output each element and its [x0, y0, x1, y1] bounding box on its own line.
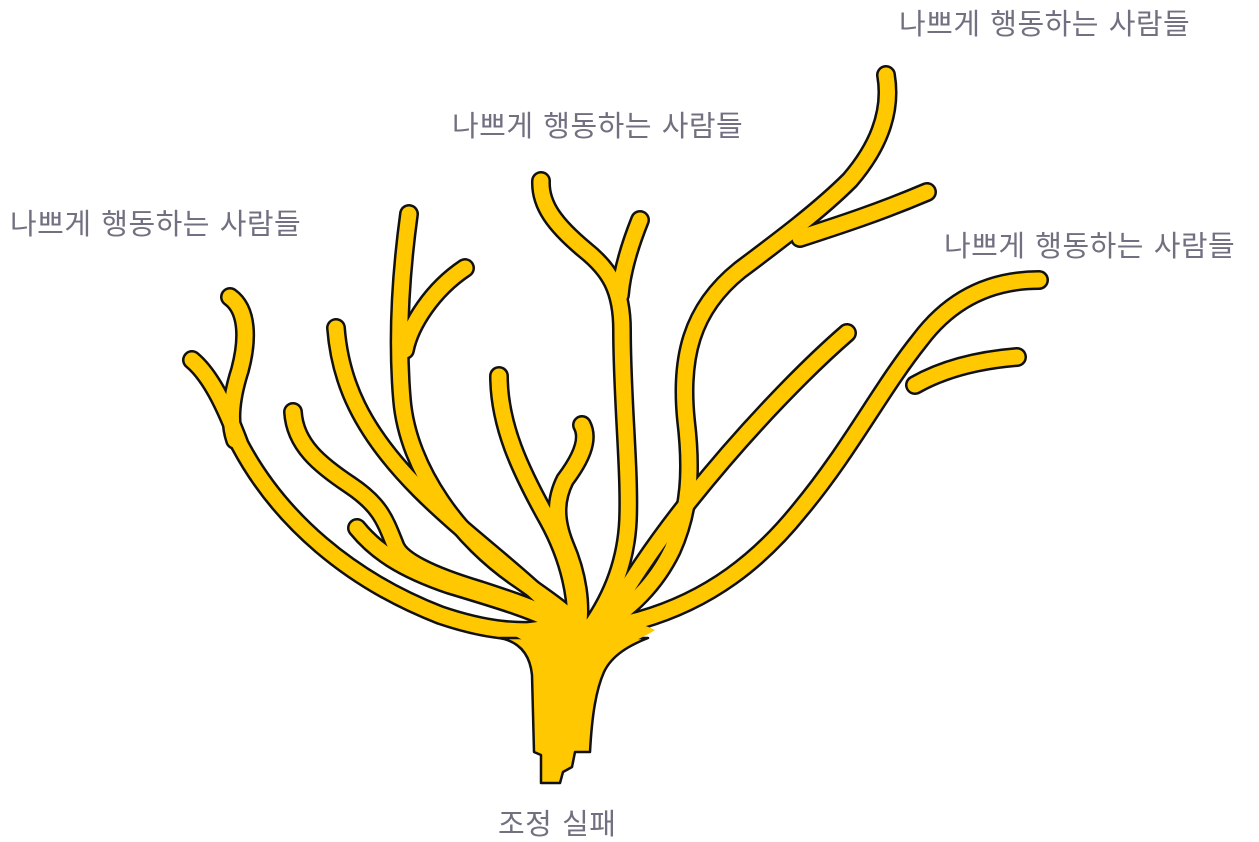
branch-label-right: 나쁘게 행동하는 사람들 — [944, 229, 1236, 263]
root-label: 조정 실패 — [498, 807, 617, 841]
branch-label-left: 나쁘게 행동하는 사람들 — [10, 207, 302, 241]
tree-branches — [182, 65, 1049, 643]
tree-trunk — [498, 636, 650, 785]
tree-crown-base — [505, 619, 655, 662]
branch-label-top-right: 나쁘게 행동하는 사람들 — [899, 7, 1191, 41]
branch-label-top-center: 나쁘게 행동하는 사람들 — [452, 109, 744, 143]
